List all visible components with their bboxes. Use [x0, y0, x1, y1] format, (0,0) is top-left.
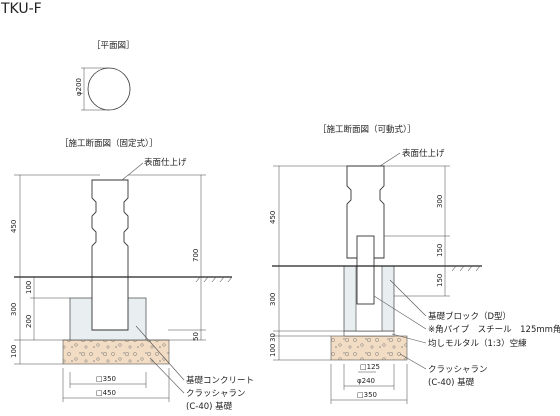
fixed-dim-below: 300	[10, 303, 18, 316]
movable-pipe-label: ※角パイプ スチール 125mm角	[428, 324, 560, 335]
fixed-concrete-leader	[135, 325, 185, 381]
movable-dim-above: 450	[269, 211, 277, 224]
movable-dim-w240: φ240	[357, 377, 375, 385]
fixed-dim-50: 50	[192, 332, 200, 341]
fixed-surface-label: 表面仕上げ	[144, 157, 187, 168]
movable-dim-30: 30	[269, 333, 277, 342]
product-code: TKU-F	[0, 1, 42, 17]
fixed-dim-base100: 100	[10, 345, 18, 358]
fixed-heading: ［施工断面図（固定式）］	[60, 138, 158, 149]
movable-dim-below: 300	[269, 293, 277, 306]
movable-heading: ［施工断面図（可動式）］	[318, 124, 416, 135]
movable-surface-label: 表面仕上げ	[402, 148, 445, 159]
fixed-dim-above: 450	[10, 220, 18, 233]
movable-surface-leader	[379, 152, 401, 167]
fixed-surface-leader	[121, 162, 144, 181]
movable-dim-150-2: 150	[436, 274, 444, 287]
movable-block-label: 基礎ブロック（D型）	[428, 311, 511, 322]
movable-gravel-label: クラッシャラン	[428, 365, 488, 375]
movable-ground-hatch	[451, 265, 481, 272]
movable-gravel-base	[330, 335, 408, 361]
fixed-dim-total: 700	[192, 249, 200, 262]
movable-block-leader	[389, 279, 427, 317]
fixed-ground-hatch	[195, 276, 233, 283]
fixed-gravel-leader	[149, 357, 185, 394]
movable-gravel-leader	[399, 353, 427, 370]
fixed-gravel-label2: (C-40) 基礎	[186, 401, 233, 412]
fixed-gravel-label: クラッシャラン	[186, 389, 246, 399]
plan-circle	[87, 67, 131, 111]
movable-mortar-label: 均しモルタル（1:3）空練	[428, 338, 527, 349]
fixed-dim-w450: □450	[96, 389, 116, 397]
fixed-dim-200: 200	[25, 315, 33, 328]
fixed-dim-w350: □350	[96, 375, 116, 383]
movable-dim-w350: □350	[357, 391, 377, 399]
movable-gravel-label2: (C-40) 基礎	[428, 377, 475, 388]
movable-dim-w125: □125	[360, 363, 380, 371]
movable-mortar-leader	[391, 333, 427, 344]
movable-dim-300-right: 300	[436, 195, 444, 208]
fixed-post	[91, 179, 129, 331]
fixed-concrete-label: 基礎コンクリート	[186, 375, 254, 386]
movable-pipe-leader	[373, 295, 427, 330]
plan-heading: ［平面図］	[92, 41, 135, 51]
movable-post	[346, 165, 385, 259]
plan-diameter: φ200	[75, 78, 83, 96]
fixed-dim-100-top: 100	[25, 281, 33, 294]
movable-mortar	[343, 330, 395, 337]
fixed-gravel-base	[62, 339, 170, 365]
movable-steel-pipe	[356, 235, 375, 305]
movable-dim-150-1: 150	[436, 244, 444, 257]
movable-dim-100: 100	[269, 344, 277, 357]
